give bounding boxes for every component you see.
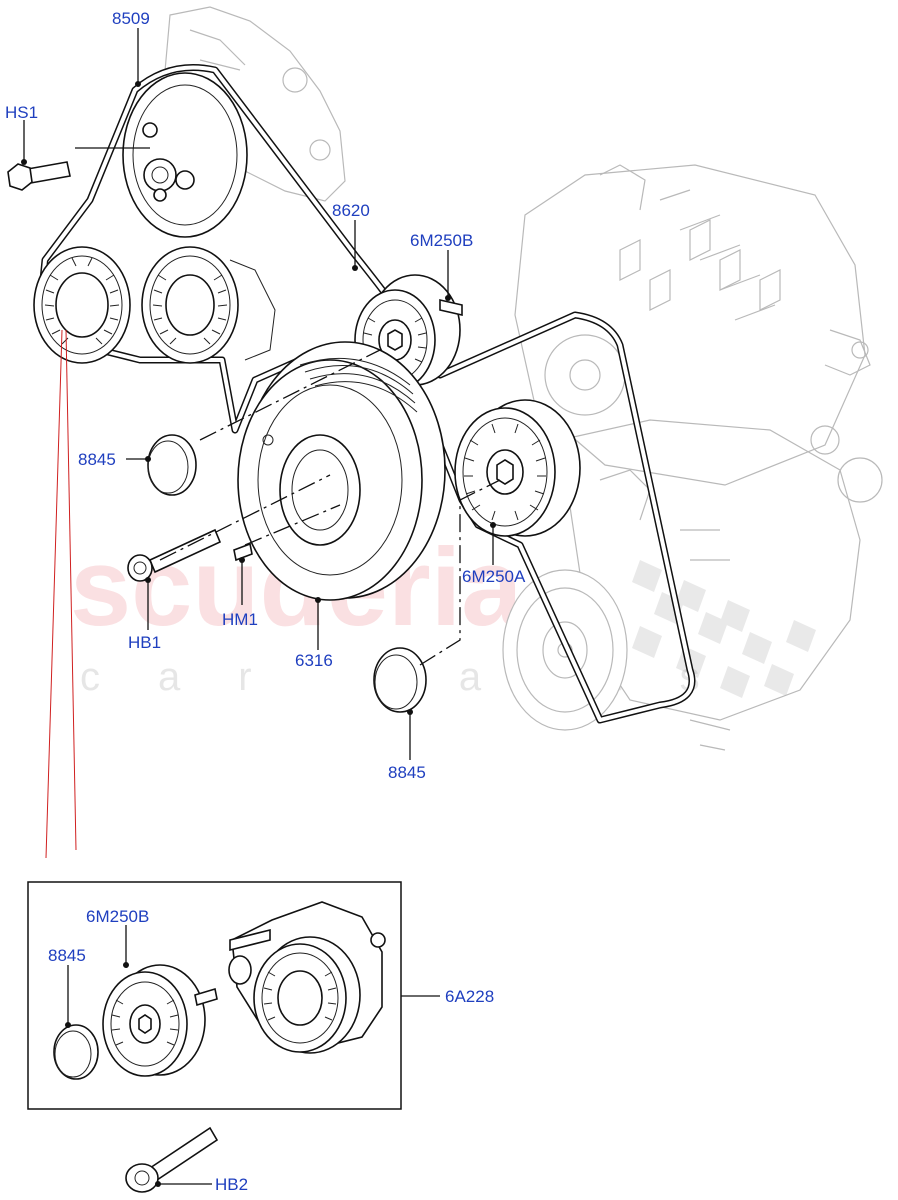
dust-cap-8845-bottom [373, 647, 427, 713]
label-6m250a: 6M250A [462, 567, 526, 586]
detail-reference-lines [45, 329, 77, 859]
bolt-hb1 [127, 528, 222, 582]
dowel-hm1 [233, 542, 253, 562]
leader-lines [21, 28, 496, 760]
label-hm1: HM1 [222, 610, 258, 629]
assembly-axis-lines [159, 349, 501, 1100]
pulley-8509 [122, 72, 248, 238]
detail-inset-6a228 [27, 881, 440, 1110]
crankshaft-pulley-6316 [237, 341, 446, 601]
bolt-hs1 [7, 161, 71, 191]
idler-pulley-6m250b [354, 274, 463, 391]
label-6316: 6316 [295, 651, 333, 670]
label-6a228: 6A228 [445, 987, 494, 1006]
label-hb1: HB1 [128, 633, 161, 652]
label-8620: 8620 [332, 201, 370, 220]
checkered-flag-icon [632, 560, 816, 698]
label-8509: 8509 [112, 9, 150, 28]
label-8845-bottom: 8845 [388, 763, 426, 782]
label-8845-left: 8845 [78, 450, 116, 469]
label-hs1: HS1 [5, 103, 38, 122]
dust-cap-8845-left [147, 434, 197, 496]
tensioner-pulley-left [33, 246, 131, 364]
label-inset-8845: 8845 [48, 946, 86, 965]
label-hb2: HB2 [215, 1175, 248, 1194]
label-6m250b: 6M250B [410, 231, 473, 250]
part-labels: 8509 HS1 8620 6M250B 8845 HB1 HM1 6316 6… [5, 9, 526, 1194]
bolt-hb2 [125, 1126, 219, 1193]
label-inset-6m250b: 6M250B [86, 907, 149, 926]
idler-pulley-6m250a [454, 399, 581, 537]
idler-pulley-center [141, 246, 276, 364]
